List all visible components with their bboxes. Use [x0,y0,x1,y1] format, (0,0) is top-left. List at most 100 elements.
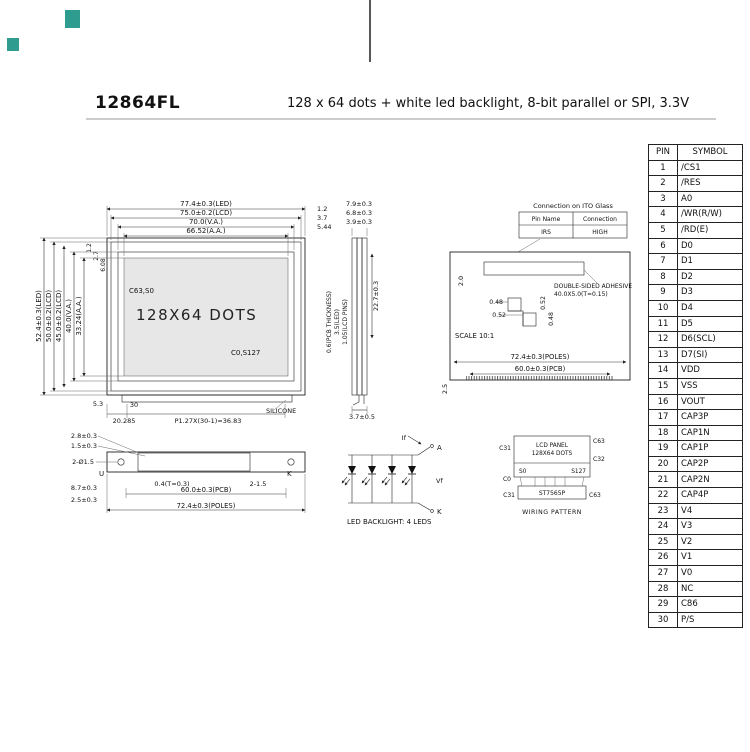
pin-table-row: 1/CS1 [648,159,743,177]
dim-right-mid: 3.7 [317,214,327,222]
dim-pin-pitch: P1.27X(30-1)=36.83 [175,417,242,425]
wiring-c0: C0 [503,476,511,483]
pin-symbol-cell: VOUT [677,393,743,411]
led-2 [361,455,376,503]
pad-detail-1 [507,297,522,312]
pin-number-cell: 20 [648,455,678,473]
current-if-label: If [402,434,407,442]
pin-number-cell: 28 [648,580,678,598]
dim-pin-offset: 20.285 [113,417,136,425]
dim-edge: 5.3 [93,400,103,408]
pin-table-header-row: PIN SYMBOL [648,144,743,161]
adhesive-strip [483,261,585,276]
dim-height-lcd: 50.0±0.2(LCD) [45,290,53,342]
back-dim-top: 2.0 [457,276,465,286]
pin-number-cell: 19 [648,440,678,457]
pad-dim-4: 0.48 [548,312,555,326]
pin-number-cell: 5 [648,221,678,239]
screen-corner-end-label: C0,S127 [231,349,260,357]
page-title: 12864FL [95,93,181,113]
pin-number-cell: 26 [648,549,678,567]
pin-symbol-cell: CAP1P [677,440,743,457]
pin-symbol-cell: D4 [677,299,743,317]
dim-left-top: 1.2 [86,243,93,253]
pin-table-row: 5/RD(E) [648,221,743,239]
pin-number-cell: 27 [648,565,678,582]
dim-height-led: 52.4±0.3(LED) [35,290,43,342]
pin-symbol-cell: VDD [677,362,743,379]
dim-height-aa: 33.24(A.A.) [75,296,83,336]
dim-height-lcd2: 45.0±0.2(LCD) [55,290,63,342]
led-4 [401,455,416,503]
dim-left-bot: 6.08 [100,258,107,272]
dim-left-mid: 2.7 [93,251,100,261]
led-3 [381,455,396,503]
bottom-dim-2: 1.5±0.3 [71,442,97,450]
wiring-s127: S127 [571,469,586,475]
screen-dots-label: 128X64 DOTS [136,306,257,324]
wiring-chip-label: ST7565P [539,490,566,497]
ito-connection-value: HIGH [592,229,607,236]
pin-column-header: PIN [648,144,678,161]
dim-height-va: 40.0(V.A.) [65,299,73,333]
pin-symbol-cell: /RD(E) [677,221,743,239]
pad-detail-2 [522,312,537,327]
pin-symbol-cell: NC [677,580,743,598]
dim-width-led: 77.4±0.3(LED) [180,200,232,208]
front-view-area [117,251,295,382]
pin-number-cell: 1 [648,159,678,177]
pin-symbol-cell: /WR(R/W) [677,206,743,223]
pin-number-cell: 4 [648,206,678,223]
pin-symbol-cell: /CS1 [677,159,743,177]
pin-number-cell: 21 [648,471,678,489]
pin-number-cell: 10 [648,299,678,317]
bottom-dim-4: 2.5±0.3 [71,496,97,504]
pad-dim-2: 0.52 [492,312,506,319]
wiring-c31-bottom: C31 [503,492,515,499]
side-pcb-layer [361,237,368,396]
screen-corner-origin-label: C63,S0 [129,287,154,295]
pin-number-cell: 23 [648,502,678,520]
pin-number-cell: 12 [648,331,678,348]
wiring-pattern: LCD PANEL 128X64 DOTS S0 S127 C31 C0 C63… [499,435,605,516]
ito-header-pin: Pin Name [532,216,561,223]
pin-symbol-cell: V2 [677,533,743,551]
pin-symbol-cell: CAP2P [677,455,743,473]
pin-number-cell: 17 [648,409,678,426]
wiring-panel-box [513,435,591,478]
wiring-panel-line2: 128X64 DOTS [532,451,573,457]
pin-symbol-cell: CAP4P [677,487,743,504]
anode-terminal [430,444,434,448]
dim-right-top: 1.2 [317,205,327,213]
pin-symbol-cell: VSS [677,377,743,395]
pin-number-cell: 2 [648,175,678,192]
dim-width-aa: 66.52(A.A.) [186,227,226,235]
pin-symbol-cell: D7(SI) [677,346,743,364]
pin-number-cell: 18 [648,424,678,442]
back-dim-pcb: 60.0±0.3(PCB) [515,365,566,373]
pin-symbol-cell: D0 [677,237,743,255]
pin-count-label: 30 [130,401,138,409]
wiring-c31-top: C31 [499,445,511,452]
pad-dim-1: 0.48 [489,299,503,306]
wiring-c63-bottom: C63 [589,492,601,499]
section-label-k: K [287,470,292,478]
mount-hole-right [287,458,295,466]
ito-table-title: Connection on ITO Glass [533,202,613,210]
scale-note: SCALE 10:1 [455,332,494,340]
bottom-dim-holes: 2-Ø1.5 [72,458,94,466]
bottom-dim-3: 8.7±0.3 [71,484,97,492]
dim-width-va: 70.0(V.A.) [189,218,223,226]
backlight-circuit: If A [341,434,443,526]
